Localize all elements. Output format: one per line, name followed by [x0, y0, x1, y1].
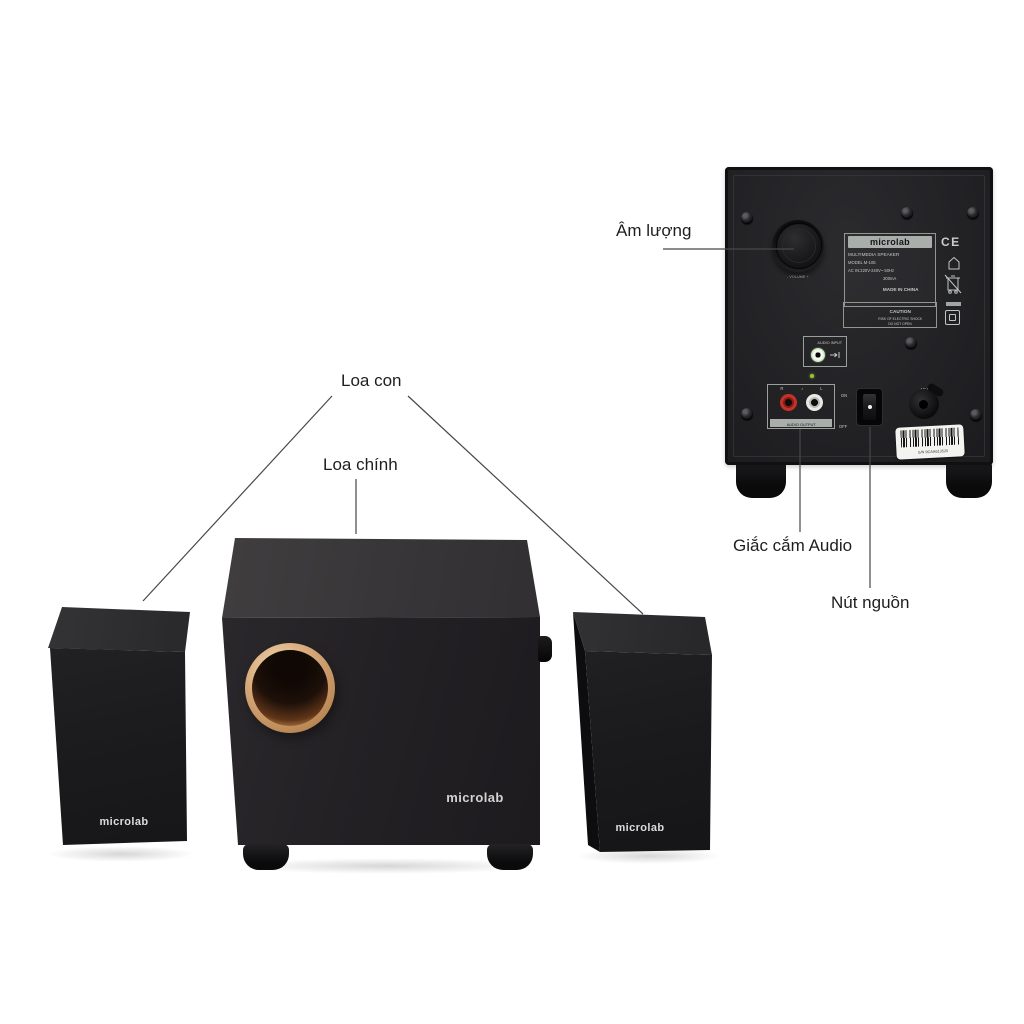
right-satellite-speaker: microlab	[568, 606, 718, 858]
bass-port-ring	[245, 643, 335, 733]
spec-current: 300mA	[883, 276, 897, 282]
rear-panel-foot-right	[946, 460, 992, 498]
volume-minus-icon: -	[787, 274, 789, 279]
caution-text: CAUTION RISK OF ELECTRIC SHOCK DO NOT OP…	[878, 309, 923, 326]
right-satellite-top-face	[573, 612, 712, 655]
ac-power-connector	[909, 382, 945, 419]
weee-bin-icon	[944, 274, 962, 294]
subwoofer-foot-right	[487, 844, 533, 870]
spec-origin: MADE IN CHINA	[882, 287, 919, 293]
rca-left-label: L	[819, 386, 822, 392]
bass-port-hole	[252, 650, 328, 726]
rear-panel-frame	[733, 175, 985, 457]
rear-panel-foot-left	[736, 460, 786, 498]
spec-product: MULTIMEDIA SPEAKER	[848, 252, 900, 258]
caution-label: CAUTION RISK OF ELECTRIC SHOCK DO NOT OP…	[843, 302, 937, 328]
serial-barcode: S/N 9CAA613520	[895, 424, 965, 460]
annotation-power-button: Nút nguồn	[831, 593, 910, 612]
left-satellite-top-face	[48, 607, 190, 652]
rca-jack-left	[805, 394, 823, 411]
ground-shadow	[236, 858, 536, 874]
rca-right-label: R	[780, 386, 784, 392]
left-satellite-front-face	[50, 648, 187, 845]
aux-input-jack	[809, 347, 826, 363]
annotation-main-speaker: Loa chính	[323, 455, 398, 474]
audio-input-panel: AUDIO INPUT	[803, 336, 847, 367]
note-icon: ♪	[800, 386, 803, 392]
annotation-satellite-speakers: Loa con	[341, 371, 402, 390]
switch-off-label: OFF	[838, 424, 848, 430]
indoor-use-icon	[948, 256, 960, 270]
plug-arrow-icon	[829, 352, 839, 358]
screw-icon	[967, 207, 979, 219]
screw-icon	[741, 408, 753, 420]
class2-insulation-icon	[945, 310, 960, 325]
volume-plus-icon: +	[806, 274, 809, 279]
subwoofer: microlab	[218, 530, 552, 872]
spec-model: MODEL M-105	[848, 260, 876, 266]
rca-jack-right	[779, 394, 797, 411]
rear-panel: - VOLUME + microlab MULTIMEDIA SPEAKER M…	[725, 167, 993, 465]
annotation-volume: Âm lượng	[616, 221, 692, 240]
left-satellite-logo: microlab	[99, 816, 149, 828]
brand-logo: microlab	[848, 236, 932, 248]
audio-output-label: AUDIO OUTPUT	[770, 419, 832, 427]
subwoofer-logo: microlab	[446, 790, 504, 805]
right-satellite-logo: microlab	[615, 822, 665, 834]
subwoofer-foot-left	[243, 844, 289, 870]
screw-icon	[970, 409, 982, 421]
spec-label: microlab MULTIMEDIA SPEAKER MODEL M-105 …	[844, 233, 936, 307]
power-switch-dot	[867, 404, 872, 409]
ground-shadow	[576, 848, 722, 864]
volume-knob	[776, 223, 822, 269]
audio-input-label: AUDIO INPUT	[817, 340, 843, 345]
switch-on-label: ON	[840, 393, 848, 399]
spec-power: AC IN:220V-240V~ 50Hz	[848, 268, 895, 274]
screw-icon	[901, 207, 913, 219]
annotation-audio-jack: Giắc cắm Audio	[733, 536, 853, 555]
volume-knob-caption: - VOLUME +	[762, 266, 834, 284]
audio-output-panel: R ♪ L AUDIO OUTPUT	[767, 384, 835, 429]
ground-shadow	[46, 846, 196, 862]
serial-number: S/N 9CAA613520	[917, 448, 949, 455]
volume-label: VOLUME	[789, 274, 806, 279]
label-bar	[946, 302, 961, 306]
power-switch	[856, 388, 883, 426]
screw-icon	[741, 212, 753, 224]
ce-mark: CE	[941, 235, 961, 249]
screw-icon	[905, 337, 917, 349]
power-switch-rocker	[863, 394, 876, 420]
power-led	[810, 374, 814, 378]
right-satellite-front-face	[585, 651, 712, 852]
left-satellite-speaker: microlab	[44, 602, 194, 854]
side-volume-knob	[538, 636, 552, 662]
